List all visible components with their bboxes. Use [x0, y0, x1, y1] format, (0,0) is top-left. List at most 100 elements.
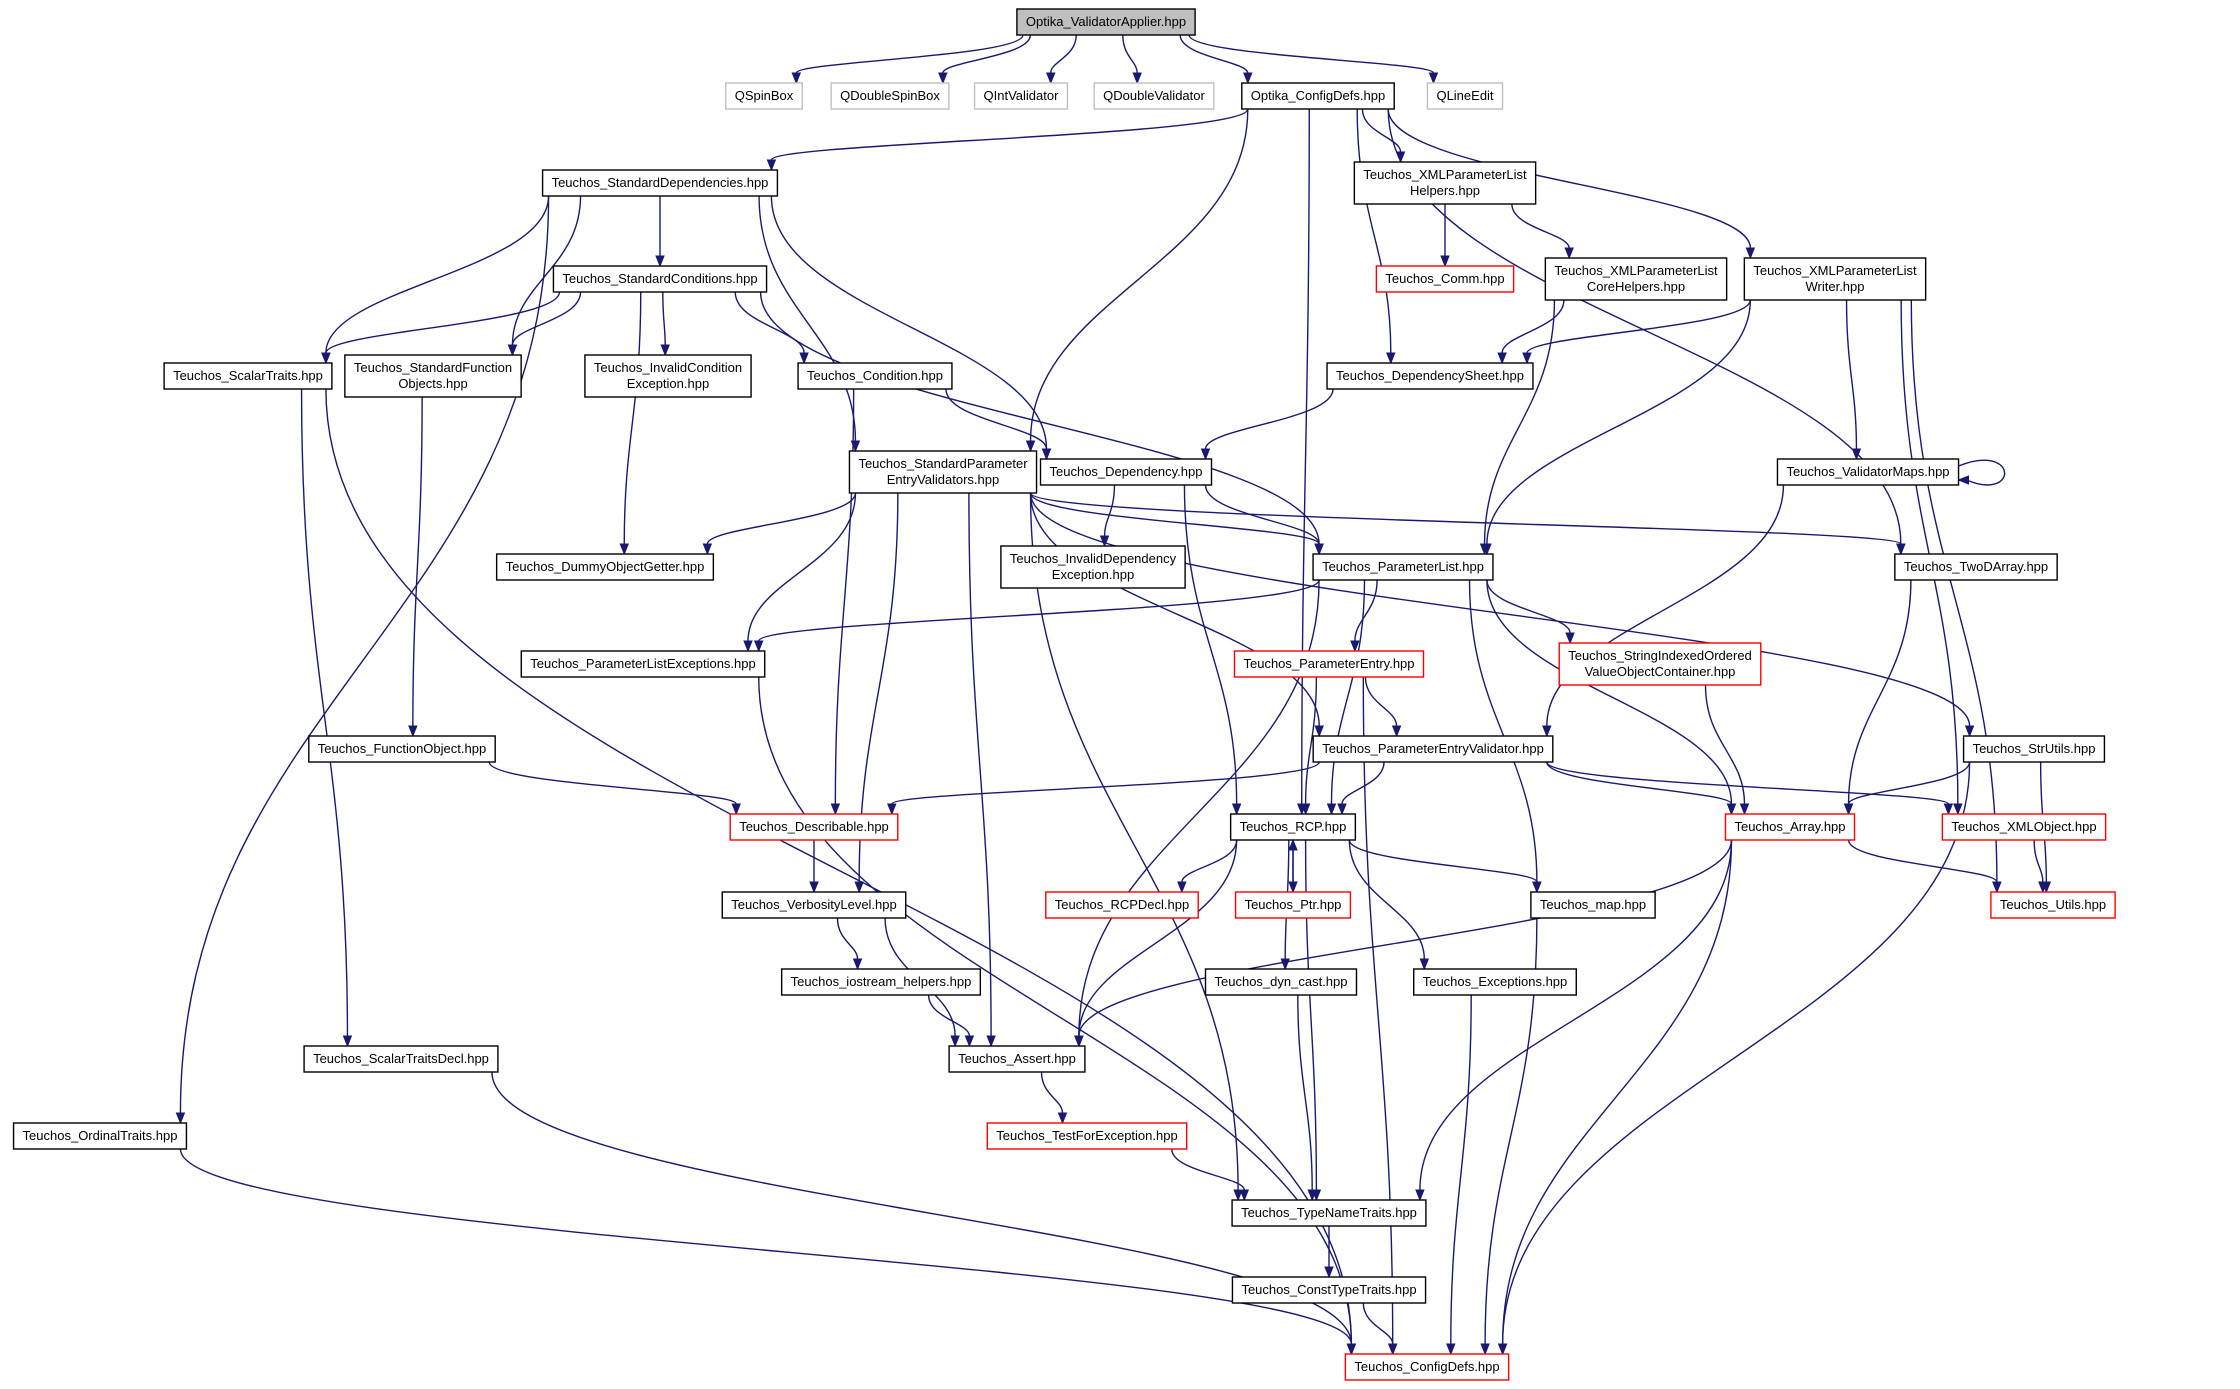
node-label: Teuchos_FunctionObject.hpp	[318, 741, 486, 756]
node-plexceptions[interactable]: Teuchos_ParameterListExceptions.hpp	[520, 650, 766, 678]
node-stddeps[interactable]: Teuchos_StandardDependencies.hpp	[541, 169, 779, 197]
node-label: Teuchos_StrUtils.hpp	[1973, 741, 2096, 756]
node-qspinbox[interactable]: QSpinBox	[725, 82, 803, 110]
node-stdconditions[interactable]: Teuchos_StandardConditions.hpp	[552, 265, 768, 293]
node-label: Teuchos_XMLParameterList	[1554, 263, 1718, 278]
node-array[interactable]: Teuchos_Array.hpp	[1724, 813, 1856, 841]
node-assert[interactable]: Teuchos_Assert.hpp	[948, 1045, 1086, 1073]
edge-depsheet-to-dependency	[1200, 388, 1334, 461]
node-testforexc[interactable]: Teuchos_TestForException.hpp	[986, 1122, 1188, 1150]
node-label: Teuchos_XMLParameterList	[1753, 263, 1917, 278]
node-box	[1375, 265, 1515, 293]
node-scalartraitsdecl[interactable]: Teuchos_ScalarTraitsDecl.hpp	[303, 1045, 499, 1073]
edge-stdconditions-to-paramlist	[759, 291, 1324, 556]
arrowhead	[986, 1035, 996, 1048]
arrowhead	[1307, 1189, 1317, 1202]
node-label: Objects.hpp	[398, 376, 467, 391]
arrowhead	[1964, 725, 1975, 738]
node-box	[1530, 891, 1656, 919]
node-condition[interactable]: Teuchos_Condition.hpp	[797, 362, 953, 390]
edge-rcp-to-rcpdecl	[1177, 839, 1238, 894]
edge-xmlplcore-to-depsheet	[1497, 299, 1565, 365]
node-iostream[interactable]: Teuchos_iostream_helpers.hpp	[780, 968, 982, 996]
node-qdoublespinbox[interactable]: QDoubleSpinBox	[830, 82, 950, 110]
node-verbosity[interactable]: Teuchos_VerbosityLevel.hpp	[721, 891, 907, 919]
arrowhead	[619, 543, 629, 556]
edge-twodarray-to-array	[1843, 579, 1912, 816]
node-dependency[interactable]: Teuchos_Dependency.hpp	[1039, 458, 1213, 486]
node-label: Teuchos_XMLParameterList	[1363, 167, 1527, 182]
node-label: Teuchos_XMLObject.hpp	[1951, 819, 2096, 834]
node-ordinaltraits[interactable]: Teuchos_OrdinalTraits.hpp	[12, 1122, 188, 1150]
edge-array-to-typenametraits	[1415, 839, 1733, 1202]
node-typenametraits[interactable]: Teuchos_TypeNameTraits.hpp	[1231, 1199, 1427, 1227]
arrowhead	[1564, 247, 1574, 260]
edge-stdconditions-to-dummyobj	[619, 291, 642, 556]
arrowhead	[809, 881, 819, 894]
node-dyncast[interactable]: Teuchos_dyn_cast.hpp	[1204, 968, 1358, 996]
node-label: Teuchos_InvalidCondition	[594, 360, 742, 375]
node-label: Teuchos_StandardFunction	[354, 360, 512, 375]
arrowhead	[1497, 352, 1507, 365]
edge-stddeps-to-ordinaltraits	[175, 195, 550, 1125]
node-depsheet[interactable]: Teuchos_DependencySheet.hpp	[1326, 362, 1534, 390]
node-consttypetraits[interactable]: Teuchos_ConstTypeTraits.hpp	[1231, 1276, 1427, 1304]
edge-stdpev-to-twodarray	[1029, 492, 1906, 556]
arrowhead	[1099, 535, 1110, 548]
arrowhead	[731, 803, 741, 816]
node-paramentry[interactable]: Teuchos_ParameterEntry.hpp	[1233, 650, 1425, 678]
node-configdefs-teuchos[interactable]: Teuchos_ConfigDefs.hpp	[1344, 1353, 1510, 1381]
node-stringindexed[interactable]: Teuchos_StringIndexedOrderedValueObjectC…	[1558, 642, 1762, 686]
node-label: Teuchos_StringIndexedOrdered	[1568, 648, 1752, 663]
node-describable[interactable]: Teuchos_Describable.hpp	[729, 813, 899, 841]
node-label: QLineEdit	[1436, 88, 1493, 103]
arrowhead	[1177, 881, 1187, 894]
node-strutils[interactable]: Teuchos_StrUtils.hpp	[1962, 735, 2106, 763]
arrowhead	[1057, 1112, 1068, 1125]
arrowhead	[655, 255, 665, 268]
node-xmlobject[interactable]: Teuchos_XMLObject.hpp	[1941, 813, 2107, 841]
node-box	[1312, 553, 1494, 581]
node-qintvalidator[interactable]: QIntValidator	[973, 82, 1069, 110]
node-pev[interactable]: Teuchos_ParameterEntryValidator.hpp	[1312, 735, 1554, 763]
edge-xmlobject-to-utils	[2033, 839, 2048, 894]
node-scalartraits[interactable]: Teuchos_ScalarTraits.hpp	[163, 362, 333, 390]
node-validatormaps[interactable]: Teuchos_ValidatorMaps.hpp	[1776, 458, 1960, 486]
node-stdpev[interactable]: Teuchos_StandardParameterEntryValidators…	[848, 450, 1038, 494]
node-label: Teuchos_ParameterList.hpp	[1322, 559, 1484, 574]
node-comm[interactable]: Teuchos_Comm.hpp	[1375, 265, 1515, 293]
node-root[interactable]: Optika_ValidatorApplier.hpp	[1016, 8, 1196, 36]
node-box	[541, 169, 779, 197]
node-exceptions[interactable]: Teuchos_Exceptions.hpp	[1413, 968, 1577, 996]
node-label: Teuchos_ParameterListExceptions.hpp	[530, 656, 755, 671]
arrowhead	[1896, 543, 1906, 556]
node-utils[interactable]: Teuchos_Utils.hpp	[1990, 891, 2116, 919]
edge-exceptions-to-configdefs_teuchos	[1446, 994, 1472, 1356]
edge-stdconditions-to-condition	[734, 291, 809, 365]
node-paramlist[interactable]: Teuchos_ParameterList.hpp	[1312, 553, 1494, 581]
arrowhead	[1326, 803, 1337, 816]
node-twodarray[interactable]: Teuchos_TwoDArray.hpp	[1894, 553, 2058, 581]
node-rcpdecl[interactable]: Teuchos_RCPDecl.hpp	[1045, 891, 1199, 919]
node-box	[797, 362, 953, 390]
node-rcp[interactable]: Teuchos_RCP.hpp	[1229, 813, 1357, 841]
node-qdoublevalidator[interactable]: QDoubleValidator	[1093, 82, 1215, 110]
edge-strutils-to-array	[1843, 761, 1971, 816]
node-qlineedit[interactable]: QLineEdit	[1426, 82, 1504, 110]
node-dummyobj[interactable]: Teuchos_DummyObjectGetter.hpp	[495, 553, 715, 581]
edge-dyncast-to-typenametraits	[1297, 994, 1317, 1202]
arrowhead	[321, 352, 331, 365]
node-ptr[interactable]: Teuchos_Ptr.hpp	[1234, 891, 1352, 919]
edge-scalartraits-to-configdefs_teuchos	[325, 388, 1357, 1356]
node-functionobj[interactable]: Teuchos_FunctionObject.hpp	[308, 735, 496, 763]
node-label: QIntValidator	[984, 88, 1060, 103]
edges-layer	[175, 34, 2052, 1356]
node-map[interactable]: Teuchos_map.hpp	[1530, 891, 1656, 919]
node-configdefs-optika[interactable]: Optika_ConfigDefs.hpp	[1241, 82, 1395, 110]
